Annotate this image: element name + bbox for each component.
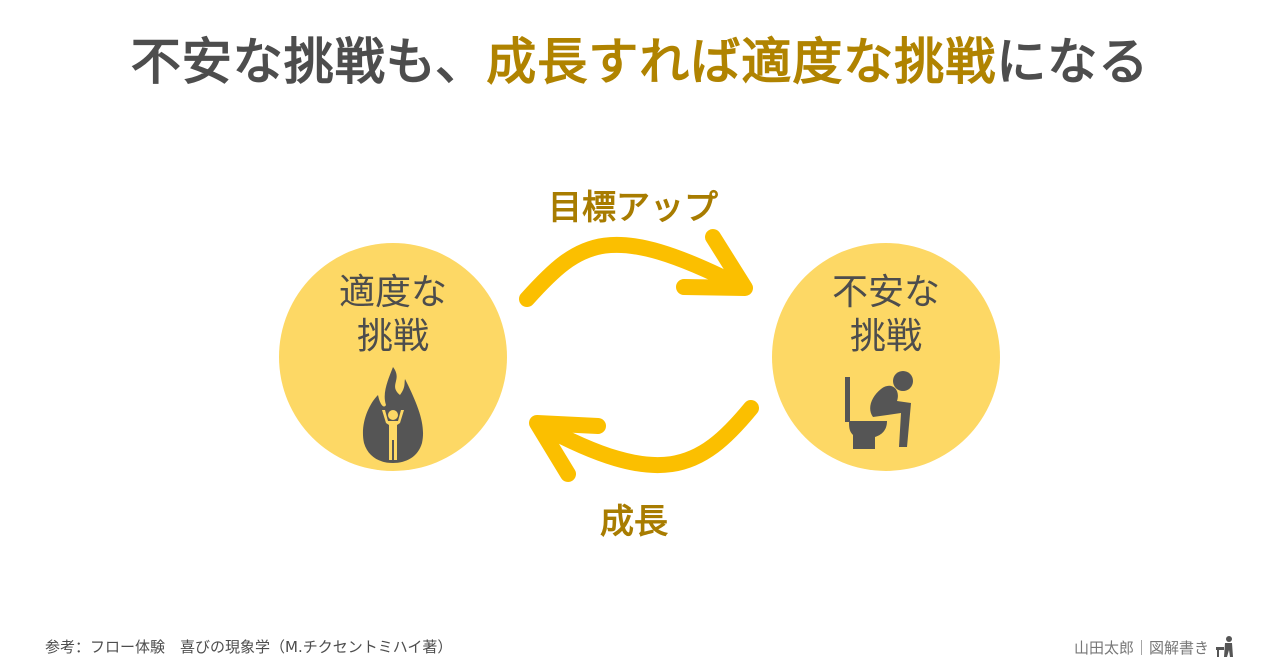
fire-person-icon (362, 367, 424, 463)
arrow-bottom (529, 400, 759, 482)
author-credit: 山田太郎｜図解書き (1074, 636, 1235, 658)
arrow-top (519, 229, 753, 307)
node-anxious-challenge: 不安な挑戦 (772, 243, 1000, 471)
page-title: 不安な挑戦も、成長すれば適度な挑戦になる (130, 33, 1150, 91)
node-appropriate-challenge: 適度な挑戦 (279, 243, 507, 471)
label-growth: 成長 (600, 502, 668, 542)
person-at-desk-icon (1216, 636, 1233, 657)
reference-note: 参考：フロー体験 喜びの現象学（M.チクセントミハイ著） (45, 638, 453, 656)
label-goal-up: 目標アップ (548, 188, 718, 228)
worried-person-toilet-icon (845, 371, 913, 449)
